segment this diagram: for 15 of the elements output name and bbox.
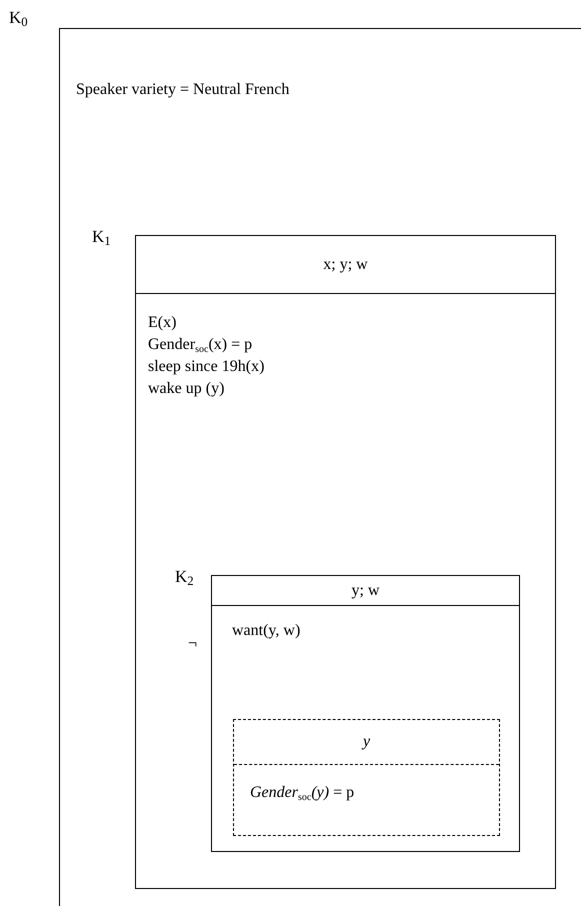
condition-text: Gender$_{soc}$(y) = p bbox=[250, 783, 354, 804]
referent-list: y; w bbox=[352, 578, 380, 602]
dashed-drs-box bbox=[233, 719, 500, 836]
condition-text: wake up (y) bbox=[148, 379, 226, 399]
box-label: K$_{2}$ bbox=[175, 568, 194, 585]
box-label: K$_{1}$ bbox=[92, 228, 111, 245]
negation-symbol: ¬ bbox=[188, 636, 198, 652]
referent-list: y bbox=[362, 730, 370, 754]
condition-text: Speaker variety = Neutral French bbox=[76, 80, 290, 100]
condition-text: want(y, w) bbox=[232, 621, 300, 641]
referent-list: x; y; w bbox=[323, 252, 368, 276]
condition-text: Gender$_{soc}$(x) = p bbox=[148, 335, 254, 356]
condition-text: E(x) bbox=[148, 313, 178, 333]
condition-text: sleep since 19h(x) bbox=[148, 357, 264, 377]
box-label: K$_{0}$ bbox=[9, 9, 28, 26]
